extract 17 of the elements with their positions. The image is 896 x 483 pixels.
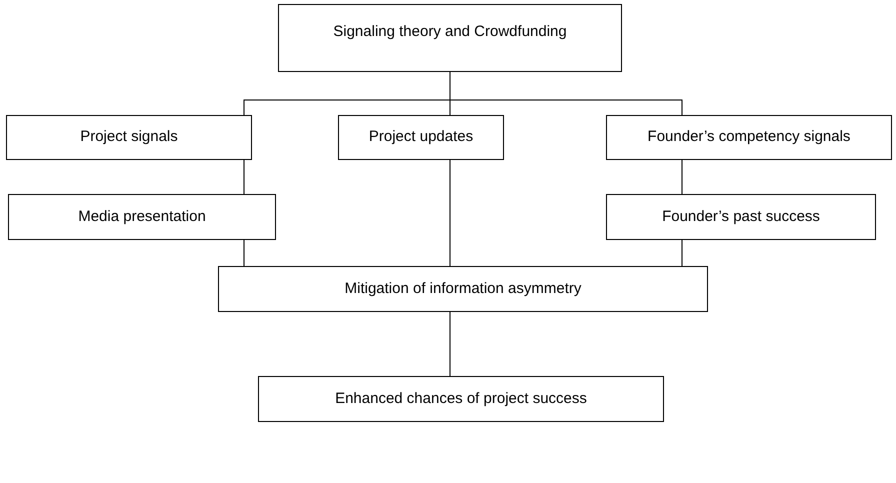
box-label: Media presentation: [78, 206, 206, 227]
box-label: Founder’s past success: [662, 206, 820, 227]
process-box: [8, 194, 276, 240]
box-label: Project updates: [368, 127, 474, 148]
box-label: Founder’s competency signals: [648, 127, 850, 148]
box-label: Mitigation of information asymmetry: [344, 278, 582, 299]
box-label: Project signals: [80, 127, 178, 148]
process-box: [606, 194, 876, 240]
box-label: Enhanced chances of project success: [335, 388, 587, 409]
process-box: [278, 4, 622, 72]
process-box: [6, 115, 252, 160]
process-box: [338, 115, 504, 160]
connector-line: [450, 72, 682, 116]
process-box: [258, 376, 664, 422]
box-label: Signaling theory and Crowdfunding: [333, 22, 567, 42]
process-box: [218, 266, 708, 312]
process-box: [606, 115, 892, 160]
